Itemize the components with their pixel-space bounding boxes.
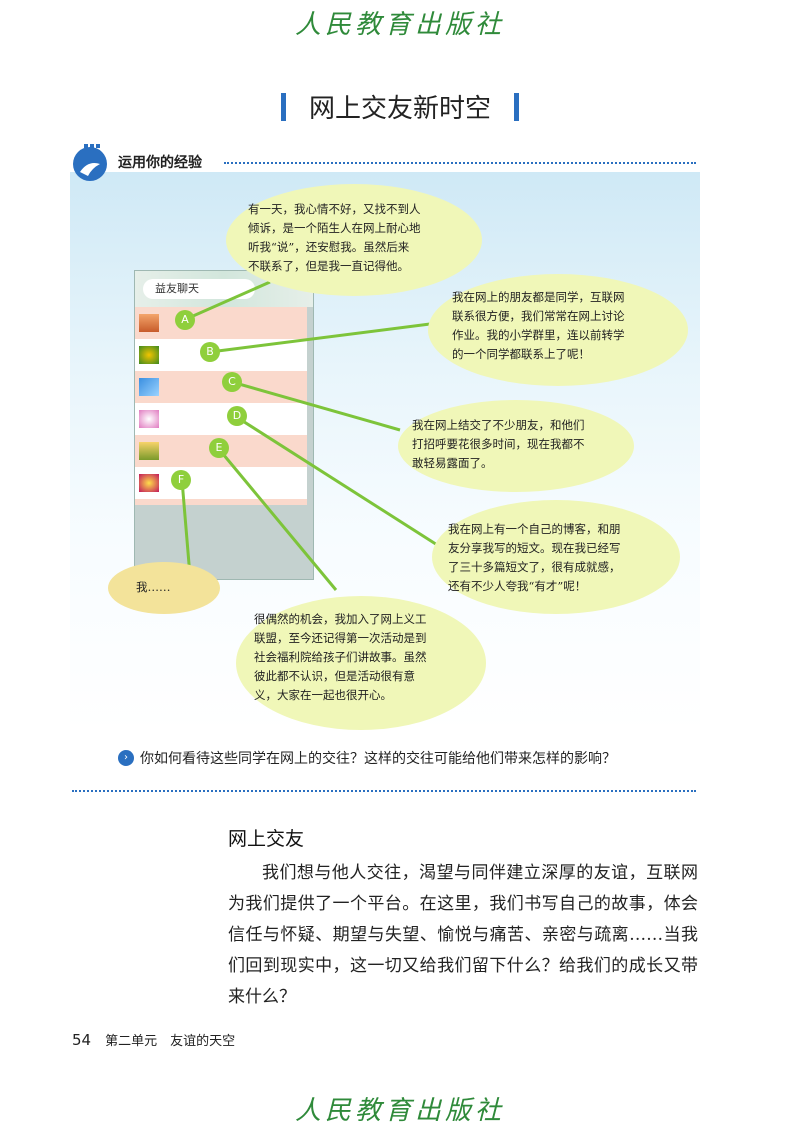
avatar-field-icon bbox=[139, 442, 159, 460]
title-bar-right bbox=[514, 92, 520, 121]
bubble-b: 我在网上的朋友都是同学，互联网 联系很方便，我们常常在网上讨论 作业。我的小学群… bbox=[428, 274, 688, 386]
label-f: F bbox=[171, 470, 191, 490]
label-b: B bbox=[200, 342, 220, 362]
avatar-sunset-icon bbox=[139, 314, 159, 332]
bubble-c-line: 打招呼要花很多时间，现在我都不 bbox=[412, 437, 585, 451]
bubble-d: 我在网上有一个自己的博客，和朋 友分享我写的短文。现在我已经写 了三十多篇短文了… bbox=[432, 500, 680, 614]
bubble-d-line: 友分享我写的短文。现在我已经写 bbox=[448, 541, 621, 555]
bubble-a: 有一天，我心情不好，又找不到人 倾诉，是一个陌生人在网上耐心地 听我“说”，还安… bbox=[226, 184, 482, 296]
section-label: 运用你的经验 bbox=[118, 155, 202, 171]
chat-row bbox=[135, 371, 307, 403]
avatar-blossom-icon bbox=[139, 410, 159, 428]
bubble-e-line: 社会福利院给孩子们讲故事。虽然 bbox=[254, 650, 427, 664]
page-title: 网上交友新时空 bbox=[308, 94, 491, 124]
chat-header: 益友聊天 bbox=[135, 271, 313, 307]
body-paragraph: 我们想与他人交往，渴望与同伴建立深厚的友谊，互联网为我们提供了一个平台。在这里，… bbox=[228, 863, 698, 1007]
bubble-b-line: 联系很方便，我们常常在网上讨论 bbox=[452, 309, 625, 323]
section-divider bbox=[224, 162, 696, 164]
experience-icon bbox=[73, 144, 107, 181]
avatar-sky-icon bbox=[139, 378, 159, 396]
chat-row bbox=[135, 499, 307, 505]
label-e: E bbox=[209, 438, 229, 458]
bubble-b-line: 作业。我的小学群里，连以前转学 bbox=[452, 328, 625, 342]
sub-heading: 网上交友 bbox=[228, 828, 305, 850]
bubble-a-line: 不联系了，但是我一直记得他。 bbox=[248, 259, 409, 273]
page-number: 54 bbox=[72, 1031, 92, 1049]
bubble-a-line: 倾诉，是一个陌生人在网上耐心地 bbox=[248, 221, 421, 235]
title-block: 网上交友新时空 bbox=[0, 88, 800, 125]
bubble-a-line: 听我“说”，还安慰我。虽然后来 bbox=[248, 240, 410, 254]
publisher-footer: 人民教育出版社 bbox=[294, 1096, 505, 1126]
label-a: A bbox=[175, 310, 195, 330]
chat-row bbox=[135, 467, 307, 499]
bubble-e-line: 很偶然的机会，我加入了网上义工 bbox=[254, 612, 427, 626]
chat-row bbox=[135, 403, 307, 435]
chat-row bbox=[135, 307, 307, 339]
bubble-f-line: 我…… bbox=[136, 580, 171, 594]
bubble-e-line: 彼此都不认识，但是活动很有意 bbox=[254, 669, 415, 683]
title-bar-left bbox=[280, 92, 286, 121]
label-d: D bbox=[227, 406, 247, 426]
bubble-a-line: 有一天，我心情不好，又找不到人 bbox=[248, 202, 421, 216]
bubble-b-line: 的一个同学都联系上了呢！ bbox=[452, 347, 590, 361]
bubble-e-line: 联盟，至今还记得第一次活动是到 bbox=[254, 631, 427, 645]
discussion-question: 你如何看待这些同学在网上的交往？这样的交往可能给他们带来怎样的影响？ bbox=[140, 751, 616, 767]
unit-title: 第二单元 友谊的天空 bbox=[105, 1034, 236, 1049]
question-divider bbox=[72, 790, 696, 792]
bubble-d-line: 了三十多篇短文了，很有成就感， bbox=[448, 560, 621, 574]
avatar-daisy-icon bbox=[139, 474, 159, 492]
bubble-e-line: 义，大家在一起也很开心。 bbox=[254, 688, 392, 702]
avatar-flower-icon bbox=[139, 346, 159, 364]
page-footer: 54 第二单元 友谊的天空 bbox=[72, 1030, 235, 1049]
publisher-header: 人民教育出版社 bbox=[294, 10, 505, 40]
bubble-b-line: 我在网上的朋友都是同学，互联网 bbox=[452, 290, 625, 304]
bubble-c-line: 我在网上结交了不少朋友，和他们 bbox=[412, 418, 585, 432]
chat-header-title: 益友聊天 bbox=[143, 279, 255, 299]
label-c: C bbox=[222, 372, 242, 392]
bubble-c: 我在网上结交了不少朋友，和他们 打招呼要花很多时间，现在我都不 敢轻易露面了。 bbox=[398, 400, 634, 492]
bubble-d-line: 还有不少人夸我“有才”呢！ bbox=[448, 579, 587, 593]
bubble-e: 很偶然的机会，我加入了网上义工 联盟，至今还记得第一次活动是到 社会福利院给孩子… bbox=[236, 596, 486, 730]
question-arrow-icon: › bbox=[118, 750, 134, 766]
bubble-f: 我…… bbox=[108, 562, 220, 614]
bubble-c-line: 敢轻易露面了。 bbox=[412, 456, 493, 470]
bubble-d-line: 我在网上有一个自己的博客，和朋 bbox=[448, 522, 621, 536]
